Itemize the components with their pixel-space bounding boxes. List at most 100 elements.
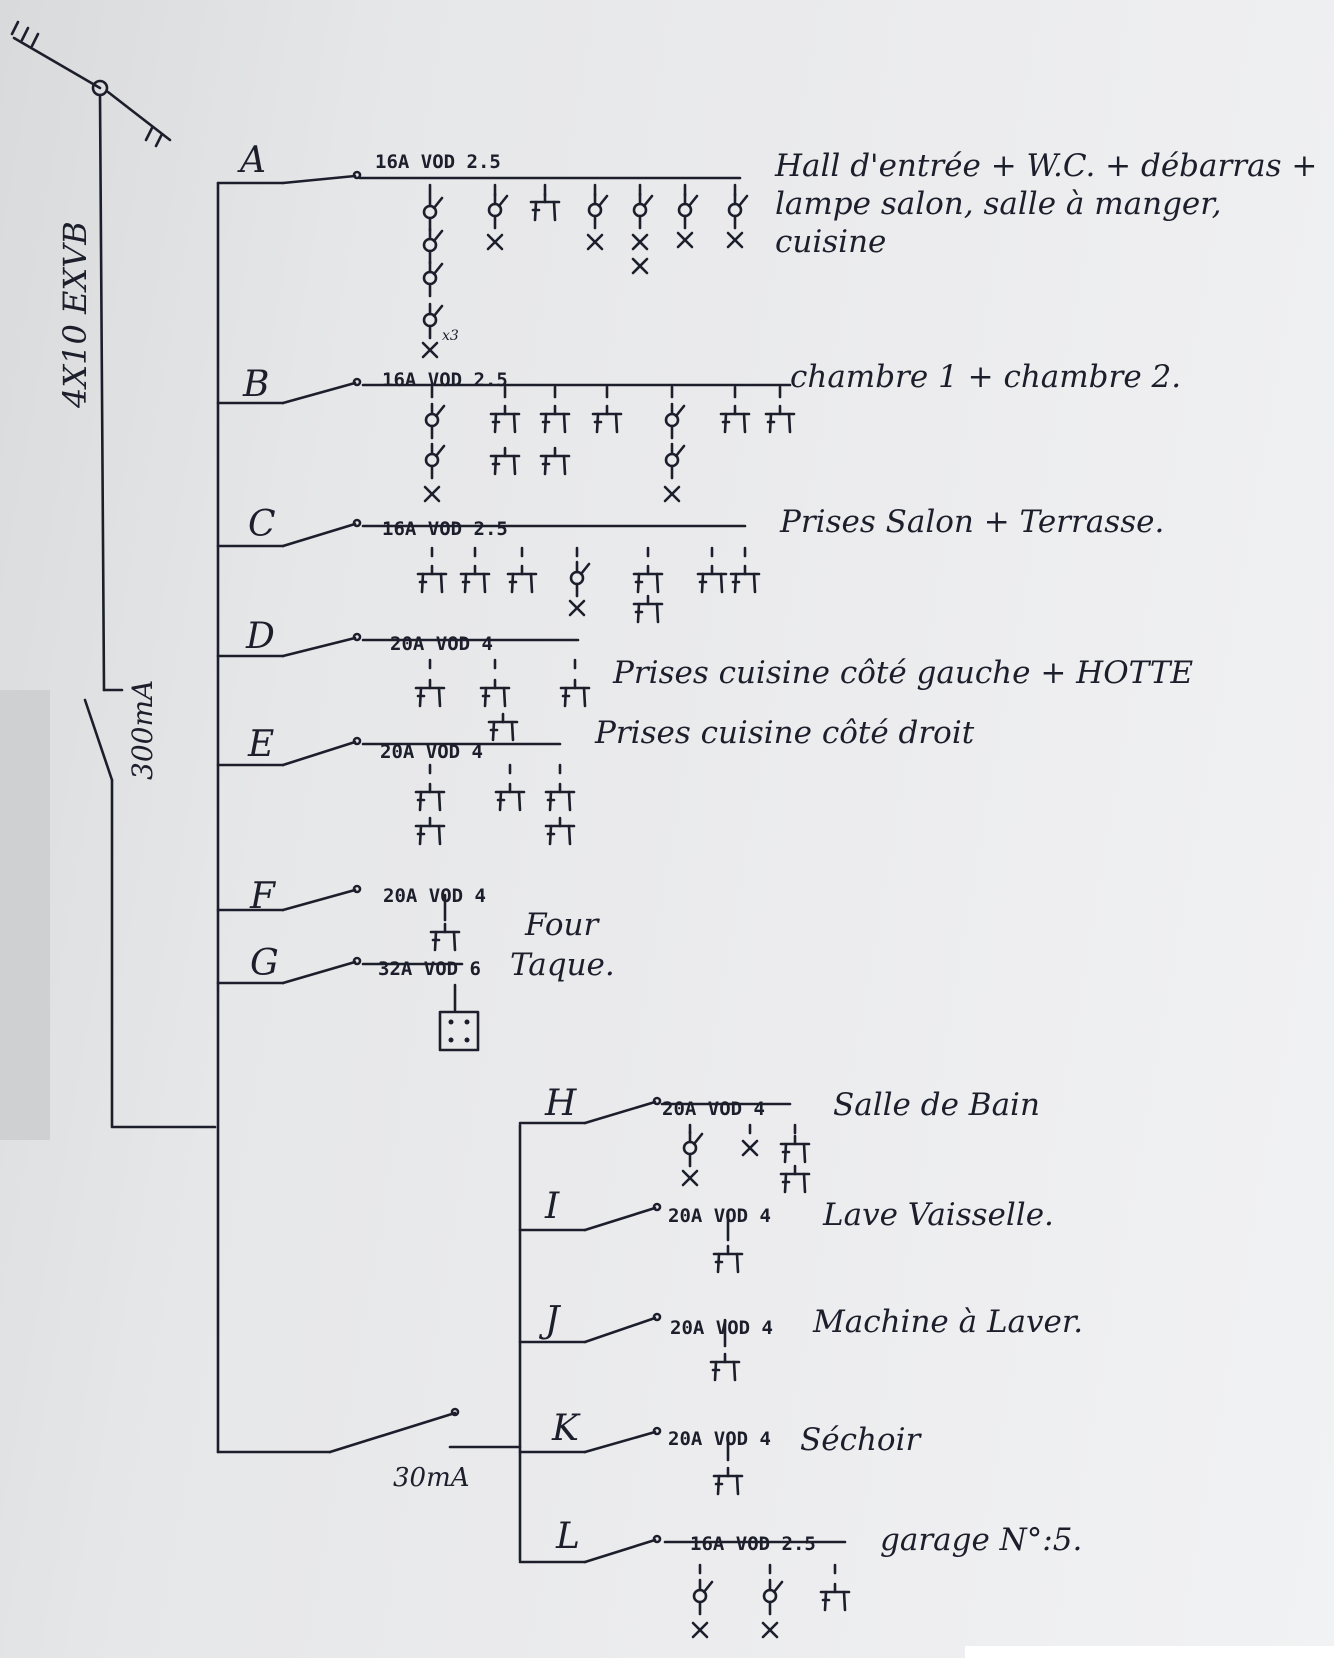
breaker-contact: [652, 1534, 662, 1544]
breaker-switch: [583, 1100, 657, 1125]
circuit-description: Salle de Bain: [833, 1087, 1040, 1123]
circuit-description: Taque.: [510, 947, 615, 983]
circuit-description: Machine à Laver.: [812, 1304, 1083, 1340]
circuit-description: chambre 1 + chambre 2.: [790, 359, 1181, 395]
circuit-label: G: [250, 943, 279, 984]
breaker-switch: [583, 1538, 657, 1564]
circuit-description: Hall d'entrée + W.C. + débarras +: [774, 148, 1317, 184]
loads-j: [709, 1318, 741, 1382]
socket-outlet-icon: [414, 678, 446, 708]
breaker-contact: [652, 1426, 662, 1436]
lamp-point-icon: [726, 231, 744, 249]
lamp-point-icon: [741, 1139, 759, 1157]
circuit-rating: 20A VOD 4: [662, 1098, 765, 1120]
circuit-rating: 20A VOD 4: [383, 885, 486, 907]
circuit-rating: 20A VOD 4: [390, 633, 493, 655]
loads-h: [681, 1123, 811, 1194]
circuit-label: B: [242, 364, 269, 405]
loads-l: [691, 1563, 851, 1639]
socket-outlet-icon: [429, 922, 461, 952]
circuit-description: cuisine: [775, 224, 886, 260]
circuit-rating: 20A VOD 4: [670, 1317, 773, 1339]
breaker-switch: [281, 522, 357, 548]
socket-outlet-icon: [729, 564, 761, 594]
light-switch-icon: [422, 194, 444, 232]
socket-outlet-icon: [764, 404, 796, 434]
socket-outlet-icon: [591, 404, 623, 434]
loads-g: [438, 983, 480, 1052]
socket-outlet-icon: [416, 564, 448, 594]
light-switch-icon: [569, 560, 591, 598]
breaker-switch: [281, 636, 357, 658]
socket-outlet-icon: [539, 404, 571, 434]
loads-i: [712, 1210, 744, 1274]
loads-k: [712, 1433, 744, 1496]
socket-outlet-icon: [539, 446, 571, 476]
loads-c: [416, 546, 761, 624]
breaker-contact: [352, 956, 362, 966]
light-switch-icon: [424, 442, 446, 480]
light-switch-icon: [487, 192, 509, 230]
breaker-contact: [352, 170, 362, 180]
circuit-rating: 16A VOD 2.5: [690, 1533, 816, 1555]
socket-outlet-icon: [819, 1582, 851, 1612]
loads-d: [414, 658, 591, 742]
breaker-contact: [352, 632, 362, 642]
breaker-contact: [652, 1312, 662, 1322]
circuit-rating: 32A VOD 6: [378, 958, 481, 980]
socket-outlet-icon: [479, 678, 511, 708]
socket-outlet-icon: [632, 564, 664, 594]
socket-outlet-icon: [494, 782, 526, 812]
socket-outlet-icon: [712, 1244, 744, 1274]
circuit-rating: 16A VOD 2.5: [375, 151, 501, 173]
socket-outlet-icon: [487, 712, 519, 742]
scan-shadow: [0, 690, 50, 1140]
lamp-point-icon: [631, 257, 649, 275]
light-switch-icon: [424, 402, 446, 440]
light-switch-icon: [762, 1578, 784, 1616]
light-switch-icon: [422, 302, 444, 340]
breaker-contact: [352, 377, 362, 387]
light-switch-icon: [682, 1130, 704, 1168]
cooktop-box-icon: [438, 1010, 480, 1052]
lamp-point-icon: [631, 233, 649, 251]
breaker-switch: [583, 1430, 657, 1454]
circuit-g: G 32A VOD 6 Taque.: [216, 943, 615, 985]
lamp-point-icon: [568, 599, 586, 617]
breaker-contact: [652, 1202, 662, 1212]
breaker-switch: [281, 174, 357, 185]
socket-outlet-icon: [779, 1134, 811, 1164]
lamp-point-icon: [421, 341, 439, 359]
breaker-switch: [583, 1316, 657, 1344]
light-switch-icon: [422, 227, 444, 265]
breaker-contact: [352, 884, 362, 894]
light-switch-icon: [422, 260, 444, 298]
light-switch-icon: [692, 1578, 714, 1616]
socket-outlet-icon: [632, 594, 664, 624]
circuit-description: Four: [524, 907, 600, 943]
lamp-point-icon: [486, 233, 504, 251]
socket-outlet-icon: [459, 564, 491, 594]
socket-outlet-icon: [414, 782, 446, 812]
circuit-rating: 16A VOD 2.5: [382, 518, 508, 540]
socket-outlet-icon: [506, 564, 538, 594]
breaker-switch: [281, 740, 357, 767]
socket-outlet-icon: [544, 782, 576, 812]
light-switch-icon: [587, 192, 609, 230]
lamp-point-icon: [663, 485, 681, 503]
circuit-description: Lave Vaisselle.: [822, 1197, 1054, 1233]
circuit-label: K: [551, 1408, 581, 1449]
socket-outlet-icon: [696, 564, 728, 594]
loads-e: [414, 763, 576, 846]
loads-b: [423, 385, 796, 503]
sub-rcd-label: 30mA: [393, 1463, 470, 1493]
